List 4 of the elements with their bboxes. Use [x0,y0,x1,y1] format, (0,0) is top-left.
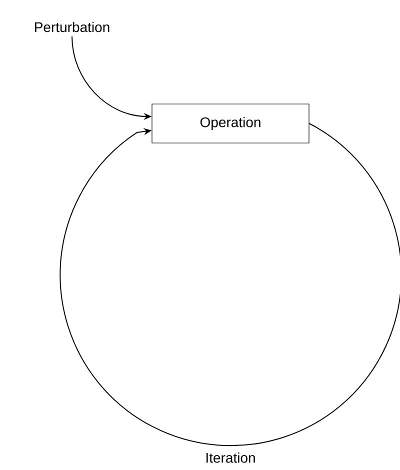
process-box: Operation [152,104,310,144]
input-label: Perturbation [35,22,110,32]
edge-label: Iteration [206,452,255,463]
loop-arrow [60,123,400,446]
